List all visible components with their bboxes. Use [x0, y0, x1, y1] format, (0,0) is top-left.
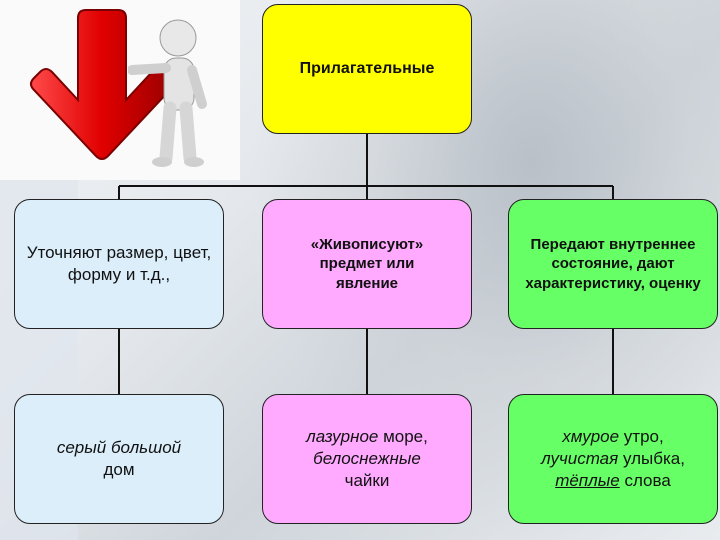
- category-label: Уточняют размер, цвет, форму и т.д.,: [26, 242, 212, 284]
- root-label: Прилагательные: [299, 59, 435, 77]
- person-figure-icon: [128, 19, 207, 167]
- category-inner-state: Передают внутреннее состояние, дают хара…: [508, 199, 718, 329]
- category-size-color-shape: Уточняют размер, цвет, форму и т.д.,: [14, 199, 224, 329]
- example-noun: море,: [378, 426, 428, 446]
- example-text: хмурое утро, лучистая улыбка, тёплые сло…: [541, 426, 685, 492]
- example-noun: улыбка,: [618, 448, 685, 468]
- example-gray-house: серый большой дом: [14, 394, 224, 524]
- example-text: серый большой дом: [15, 437, 223, 481]
- root-node: Прилагательные: [262, 4, 472, 134]
- example-adjective: серый большой: [56, 437, 182, 457]
- example-adjective: тёплые: [555, 471, 620, 491]
- example-noun: чайки: [344, 471, 390, 491]
- logo-area: [0, 0, 240, 180]
- example-noun: дом: [103, 460, 135, 479]
- example-adjective: белоснежные: [313, 448, 421, 468]
- category-label: Передают внутреннее состояние, дают хара…: [525, 235, 701, 292]
- example-adjective: лазурное: [306, 426, 379, 446]
- example-gloomy-morning: хмурое утро, лучистая улыбка, тёплые сло…: [508, 394, 718, 524]
- example-noun: слова: [619, 471, 671, 491]
- example-adjective: лучистая: [541, 448, 619, 468]
- example-noun: утро,: [619, 426, 664, 446]
- example-text: лазурное море, белоснежные чайки: [282, 426, 452, 492]
- example-adjective: хмурое: [562, 426, 620, 446]
- category-depict: «Живописуют» предмет или явление: [262, 199, 472, 329]
- category-label: «Живописуют» предмет или явление: [310, 235, 424, 292]
- example-azure-sea: лазурное море, белоснежные чайки: [262, 394, 472, 524]
